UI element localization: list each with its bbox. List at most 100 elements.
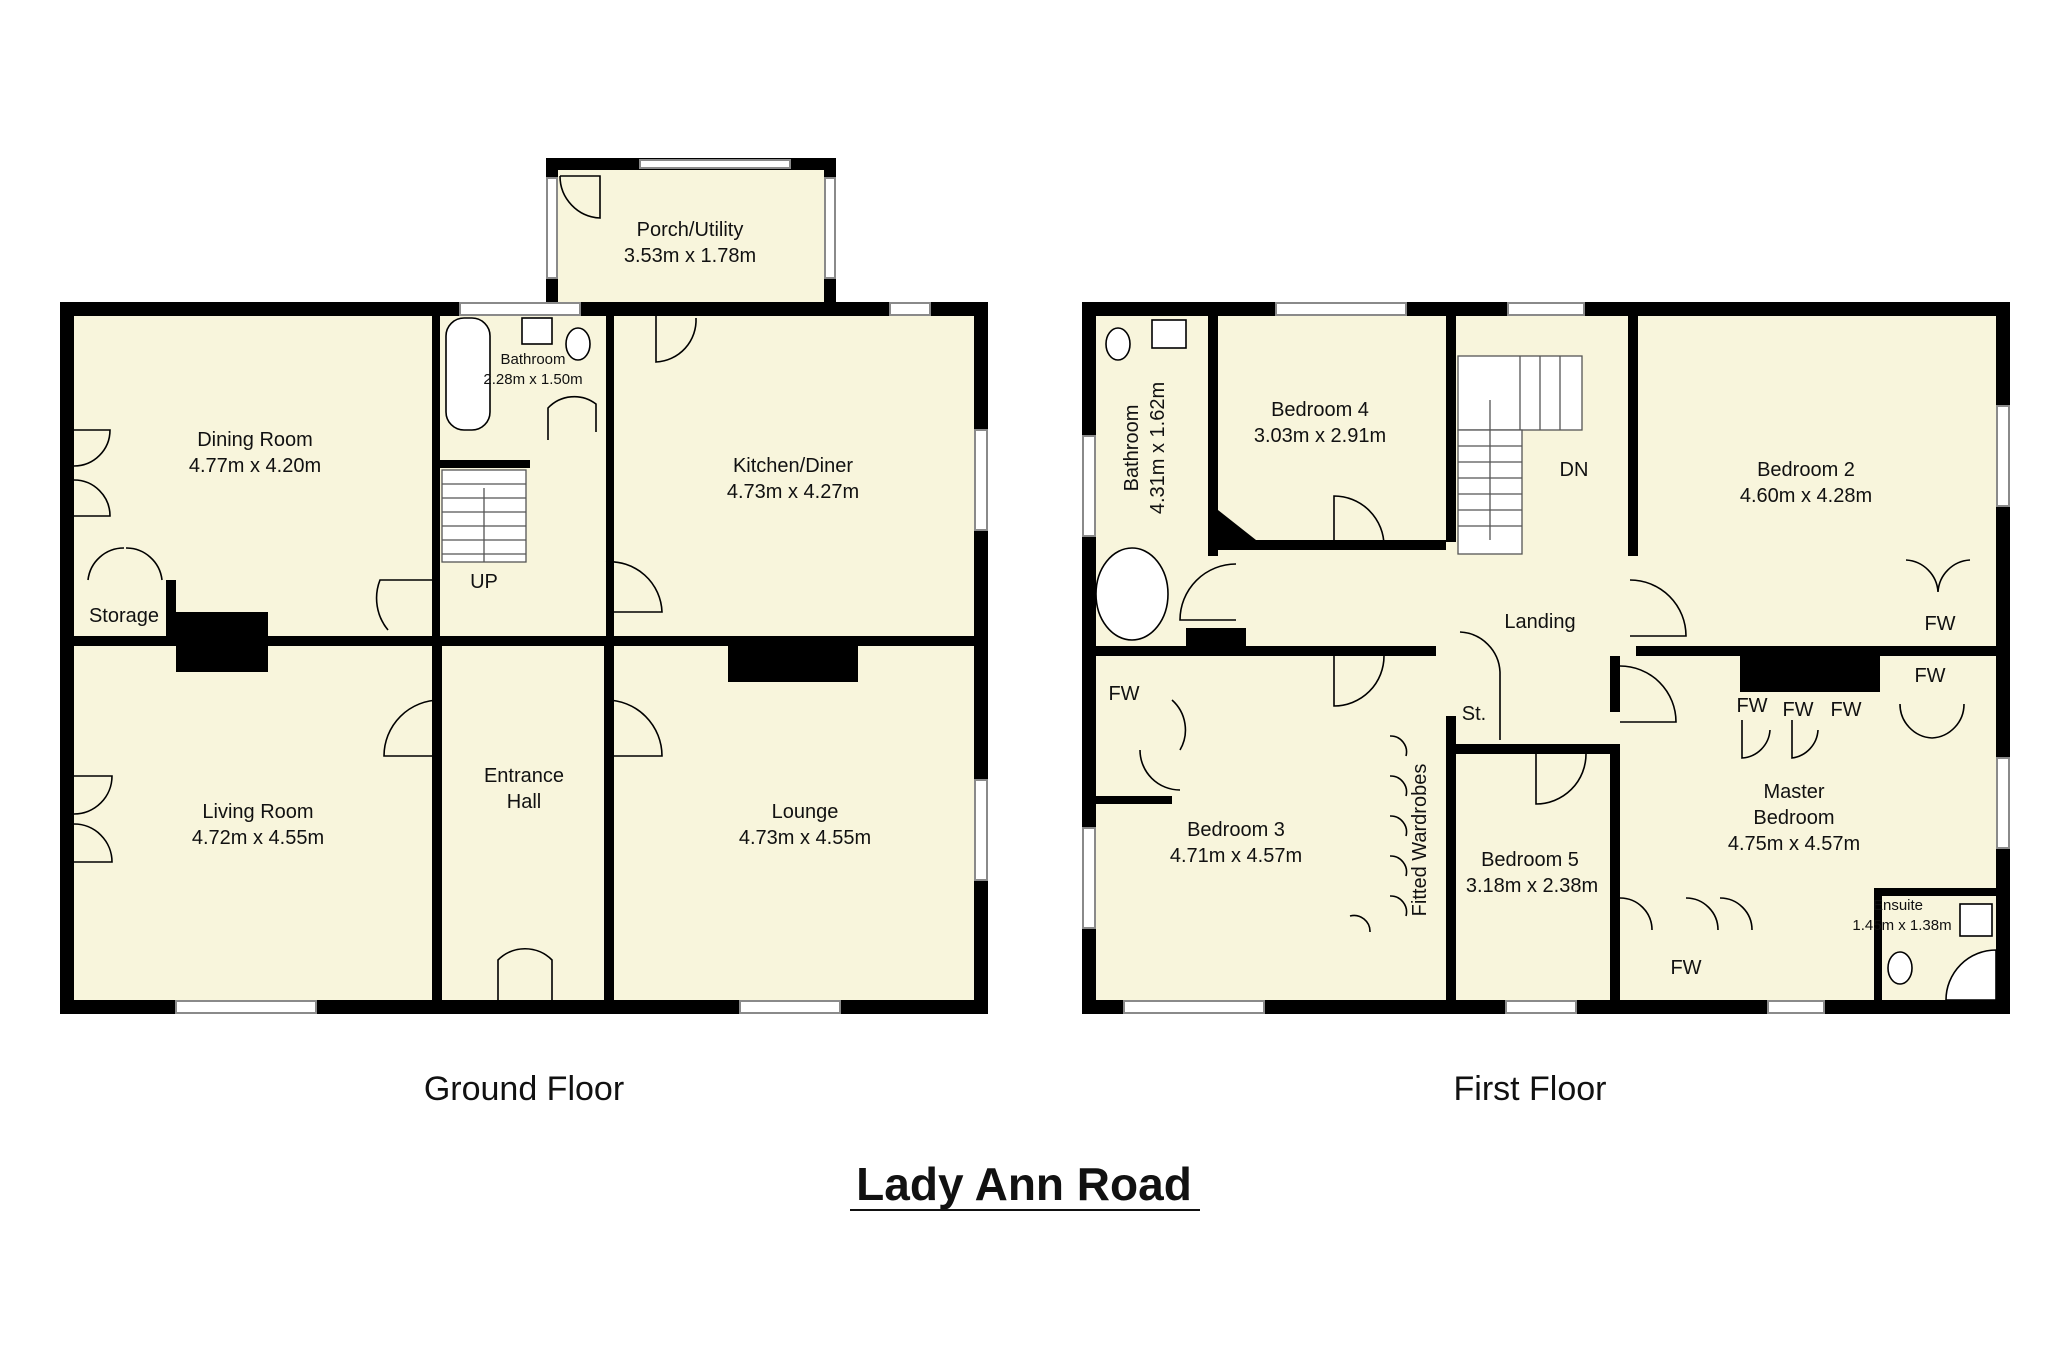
gf-wall-left	[60, 302, 74, 1014]
storage-wall	[166, 580, 176, 636]
bed2-dims: 4.60m x 4.28m	[1740, 485, 1872, 507]
property-title: Lady Ann Road	[856, 1158, 1192, 1210]
dining-french-door	[73, 429, 111, 517]
ff-staircase	[1457, 355, 1583, 555]
gf-bathroom-name: Bathroom	[500, 351, 565, 368]
dining-dims: 4.77m x 4.20m	[189, 455, 321, 477]
dn-label: DN	[1560, 459, 1589, 481]
porch-kitchen-door	[655, 302, 697, 363]
up-label: UP	[470, 571, 498, 593]
bed3-dims: 4.71m x 4.57m	[1170, 845, 1302, 867]
bed3-name: Bedroom 3	[1187, 819, 1285, 841]
porch-dims: 3.53m x 1.78m	[624, 245, 756, 267]
ff-window-master-bottom	[1767, 1000, 1825, 1014]
ensuite-shower	[1945, 949, 1997, 1001]
gf-window-kitchen-right	[974, 429, 988, 531]
ff-master-fw-doors	[1899, 703, 1965, 739]
hall-kitchen-door	[605, 561, 663, 613]
ff-wall-ensuite-left	[1874, 888, 1882, 1000]
ff-wall-st-bottom	[1456, 744, 1610, 754]
gf-bathtub	[445, 317, 491, 431]
ff-wall-bath-bottom	[1096, 646, 1436, 656]
dining-name: Dining Room	[197, 429, 313, 451]
ff-wall-bath-bed4	[1208, 316, 1218, 556]
gf-window-living-bottom	[175, 1000, 317, 1014]
ff-wall-bed4-bottom	[1256, 540, 1446, 550]
ff-wall-stairs-bed2	[1628, 316, 1638, 556]
ff-window-bed3-left	[1082, 827, 1096, 929]
gf-wall-bath-kitchen	[606, 316, 614, 636]
gf-wall-bath-bottom	[440, 460, 530, 468]
ff-chimney-1	[1186, 628, 1246, 656]
ff-fw-doors-row	[1741, 720, 1819, 759]
ff-wall-bed4-stairs	[1446, 316, 1456, 542]
ground-floor-plan: Porch/Utility 3.53m x 1.78m Dining Room …	[60, 158, 988, 1014]
ff-wall-master-left	[1610, 656, 1620, 712]
gf-window-porch-top	[639, 159, 791, 169]
bed5-name: Bedroom 5	[1481, 849, 1579, 871]
ff-bed5-door	[1535, 753, 1587, 805]
ff-window-bed2-right	[1996, 405, 2010, 507]
living-dims: 4.72m x 4.55m	[192, 827, 324, 849]
gf-wall-hall-right	[604, 646, 614, 1000]
master-fw-3: FW	[1830, 699, 1861, 721]
bath-door	[547, 395, 597, 440]
ensuite-basin	[1959, 903, 1993, 937]
ff-window-stairs-top	[1507, 302, 1585, 316]
gf-window-lounge-right	[974, 779, 988, 881]
ff-master-door	[1619, 665, 1677, 723]
ensuite-dims: 1.45m x 1.38m	[1852, 917, 1951, 934]
porch-outer-door	[559, 175, 601, 219]
ff-wall-bed4-corner	[1218, 510, 1256, 550]
gf-toilet	[565, 327, 591, 361]
ff-bathroom-name: Bathroom	[1121, 405, 1143, 492]
ff-wall-bed3-right	[1446, 716, 1456, 1000]
ff-window-bath-left	[1082, 435, 1096, 537]
bed5-dims: 3.18m x 2.38m	[1466, 875, 1598, 897]
ff-bath-basin	[1151, 319, 1187, 349]
master-fw-2: FW	[1782, 699, 1813, 721]
ground-floor-label: Ground Floor	[424, 1070, 624, 1108]
ff-chimney-2	[1740, 656, 1880, 692]
master-name-2: Bedroom	[1753, 807, 1834, 829]
gf-chimney-left	[176, 612, 268, 672]
gf-window-bath-top	[459, 302, 581, 316]
ff-bath-door	[1179, 563, 1237, 621]
ff-bathroom-dims: 4.31m x 1.62m	[1147, 382, 1169, 514]
ensuite-toilet	[1887, 951, 1913, 985]
ff-wall-bed5-right	[1610, 744, 1620, 1000]
porch-name: Porch/Utility	[637, 219, 744, 241]
gf-wall-middle	[74, 636, 974, 646]
landing-name: Landing	[1504, 611, 1575, 633]
ff-fitted-wardrobe-doors	[1349, 735, 1408, 933]
ff-wall-bed2-bottom	[1636, 646, 1996, 656]
ff-bed2-door	[1629, 579, 1687, 637]
bed2-fw: FW	[1924, 613, 1955, 635]
st-label: St.	[1462, 703, 1486, 725]
gf-staircase	[441, 469, 527, 563]
ff-bed4-door	[1333, 495, 1385, 547]
living-french-door	[73, 775, 113, 863]
gf-basin	[521, 317, 553, 345]
gf-window-lounge-bottom	[739, 1000, 841, 1014]
ff-window-master-right	[1996, 757, 2010, 849]
ff-bed2-fw-doors	[1905, 559, 1971, 593]
hall-lounge-door	[605, 699, 663, 757]
ff-window-bed4-top	[1275, 302, 1407, 316]
storage-name: Storage	[89, 605, 159, 627]
first-floor-plan: Bathroom 4.31m x 1.62m Bedroom 4 3.03m x…	[1082, 302, 2010, 1014]
first-floor-label: First Floor	[1454, 1070, 1607, 1108]
ff-window-bed5-bottom	[1505, 1000, 1577, 1014]
ff-window-bed3-bottom	[1123, 1000, 1265, 1014]
kitchen-dims: 4.73m x 4.27m	[727, 481, 859, 503]
hall-name-2: Hall	[507, 791, 541, 813]
bed4-name: Bedroom 4	[1271, 399, 1369, 421]
master-fw-4: FW	[1914, 665, 1945, 687]
ff-bath-tub	[1095, 547, 1169, 641]
bed3-fw: FW	[1108, 683, 1139, 705]
hall-name-1: Entrance	[484, 765, 564, 787]
master-name-1: Master	[1763, 781, 1824, 803]
ff-bath-toilet	[1105, 327, 1131, 361]
ff-master-wardrobe-doors	[1619, 897, 1753, 931]
